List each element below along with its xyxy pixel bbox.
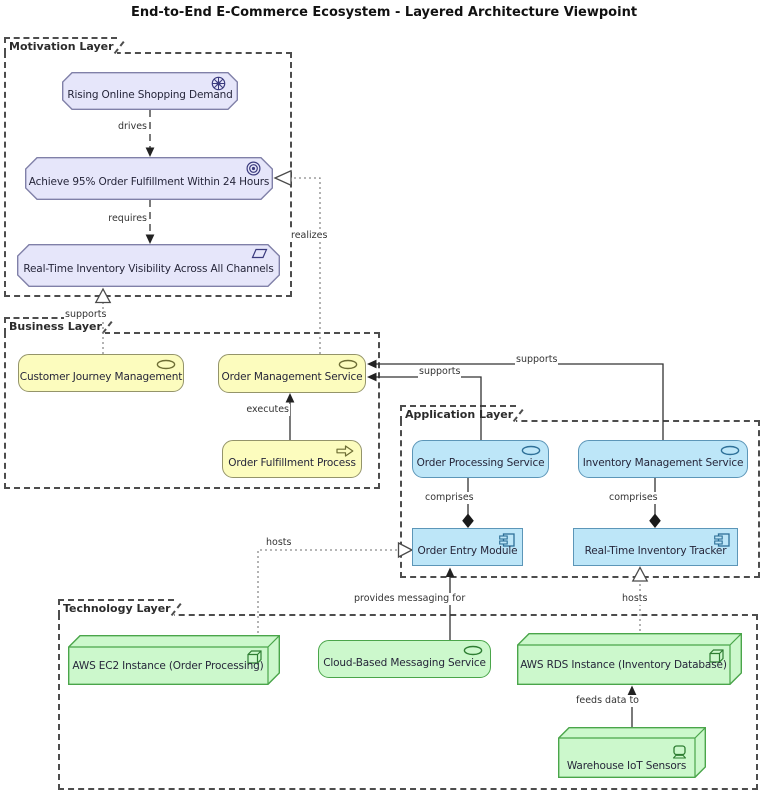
relation-label-comprises-order-entry: comprises xyxy=(424,492,475,504)
relation-label-provides-messaging: provides messaging for xyxy=(353,593,467,605)
element-label: Inventory Management Service xyxy=(582,456,744,469)
goal-shape xyxy=(25,157,273,200)
requirement-shape xyxy=(17,244,280,287)
application-service-icon xyxy=(720,445,740,456)
element-order-management-service: Order Management Service xyxy=(218,354,366,393)
relation-realizes xyxy=(273,169,321,354)
business-layer-tab: Business Layer xyxy=(4,317,113,335)
diagram-title: End-to-End E-Commerce Ecosystem - Layere… xyxy=(130,5,638,20)
element-aws-ec2-instance: AWS EC2 Instance (Order Processing) xyxy=(68,635,280,685)
relation-label-supports-inventory: supports xyxy=(515,354,559,366)
relation-supports-order-processing xyxy=(367,372,482,440)
business-layer-label: Business Layer xyxy=(9,320,102,333)
technology-layer-tab: Technology Layer xyxy=(58,599,182,617)
business-service-icon xyxy=(338,359,358,370)
relation-supports-inventory xyxy=(367,359,664,440)
relation-drives xyxy=(145,110,155,157)
element-label: Order Processing Service xyxy=(416,456,545,469)
relation-supports-motivation xyxy=(94,287,112,354)
application-service-icon xyxy=(521,445,541,456)
business-layer-container: Business Layer xyxy=(4,317,380,489)
application-component-icon xyxy=(714,533,730,547)
relation-label-supports-order-processing: supports xyxy=(418,366,462,378)
relation-hosts-ec2 xyxy=(257,541,414,633)
motivation-layer-label: Motivation Layer xyxy=(9,40,114,53)
business-service-icon xyxy=(156,359,176,370)
application-layer-tab: Application Layer xyxy=(400,405,524,423)
technology-layer-container: Technology Layer xyxy=(58,599,758,790)
relation-label-requires: requires xyxy=(94,213,148,225)
relation-label-hosts-ec2: hosts xyxy=(265,537,293,549)
element-label: Order Management Service xyxy=(221,371,363,383)
technology-device-icon xyxy=(671,745,688,759)
element-label: AWS RDS Instance (Inventory Database) xyxy=(520,659,727,671)
element-warehouse-iot-sensors: Warehouse IoT Sensors xyxy=(558,727,706,778)
application-layer-label: Application Layer xyxy=(405,408,514,421)
relation-label-supports-motivation: supports xyxy=(64,309,108,321)
goal-target-icon xyxy=(246,161,261,176)
relation-label-feeds-data: feeds data to xyxy=(575,695,640,707)
element-label: Warehouse IoT Sensors xyxy=(566,760,687,772)
element-label: Order Entry Module xyxy=(417,544,518,557)
element-achieve-95-order-fulfillment: Achieve 95% Order Fulfillment Within 24 … xyxy=(25,157,273,200)
relation-label-comprises-tracker: comprises xyxy=(608,492,659,504)
element-label: Achieve 95% Order Fulfillment Within 24 … xyxy=(28,176,270,188)
element-order-entry-module: Order Entry Module xyxy=(412,528,523,566)
business-process-icon xyxy=(336,445,354,457)
node-shape xyxy=(68,635,280,685)
driver-wheel-icon xyxy=(211,76,226,91)
element-label: Real-Time Inventory Visibility Across Al… xyxy=(23,263,274,275)
element-order-fulfillment-process: Order Fulfillment Process xyxy=(222,440,362,478)
relation-label-hosts-rds: hosts xyxy=(621,593,649,605)
element-inventory-management-service: Inventory Management Service xyxy=(578,440,748,478)
element-order-processing-service: Order Processing Service xyxy=(412,440,549,478)
element-label: Rising Online Shopping Demand xyxy=(67,88,233,101)
technology-node-icon xyxy=(709,649,724,663)
element-customer-journey-management: Customer Journey Management xyxy=(18,354,184,392)
element-real-time-inventory-visibility: Real-Time Inventory Visibility Across Al… xyxy=(17,244,280,287)
element-label: Cloud-Based Messaging Service xyxy=(323,656,486,669)
requirement-parallelogram-icon xyxy=(249,248,268,259)
element-label: Customer Journey Management xyxy=(19,370,183,383)
element-aws-rds-instance: AWS RDS Instance (Inventory Database) xyxy=(517,633,742,685)
element-label: Order Fulfillment Process xyxy=(228,456,356,469)
node-shape xyxy=(558,727,706,778)
element-rising-online-shopping-demand: Rising Online Shopping Demand xyxy=(62,72,238,110)
element-label: AWS EC2 Instance (Order Processing) xyxy=(72,660,264,672)
technology-service-icon xyxy=(463,645,483,656)
relation-executes xyxy=(285,393,295,440)
node-shape xyxy=(517,633,742,685)
application-layer-container: Application Layer xyxy=(400,405,760,578)
relation-provides-messaging xyxy=(445,567,455,640)
relation-label-realizes: realizes xyxy=(290,230,329,242)
relation-label-executes: executes xyxy=(242,404,290,416)
relation-hosts-rds xyxy=(631,566,649,631)
element-label: Real-Time Inventory Tracker xyxy=(584,544,727,557)
technology-node-icon xyxy=(247,650,262,664)
relation-label-drives: drives xyxy=(100,121,148,133)
motivation-layer-tab: Motivation Layer xyxy=(4,37,125,55)
element-cloud-based-messaging-service: Cloud-Based Messaging Service xyxy=(318,640,491,678)
technology-layer-label: Technology Layer xyxy=(63,602,171,615)
driver-shape xyxy=(62,72,238,110)
relation-requires xyxy=(145,200,155,244)
application-component-icon xyxy=(499,533,515,547)
element-real-time-inventory-tracker: Real-Time Inventory Tracker xyxy=(573,528,738,566)
